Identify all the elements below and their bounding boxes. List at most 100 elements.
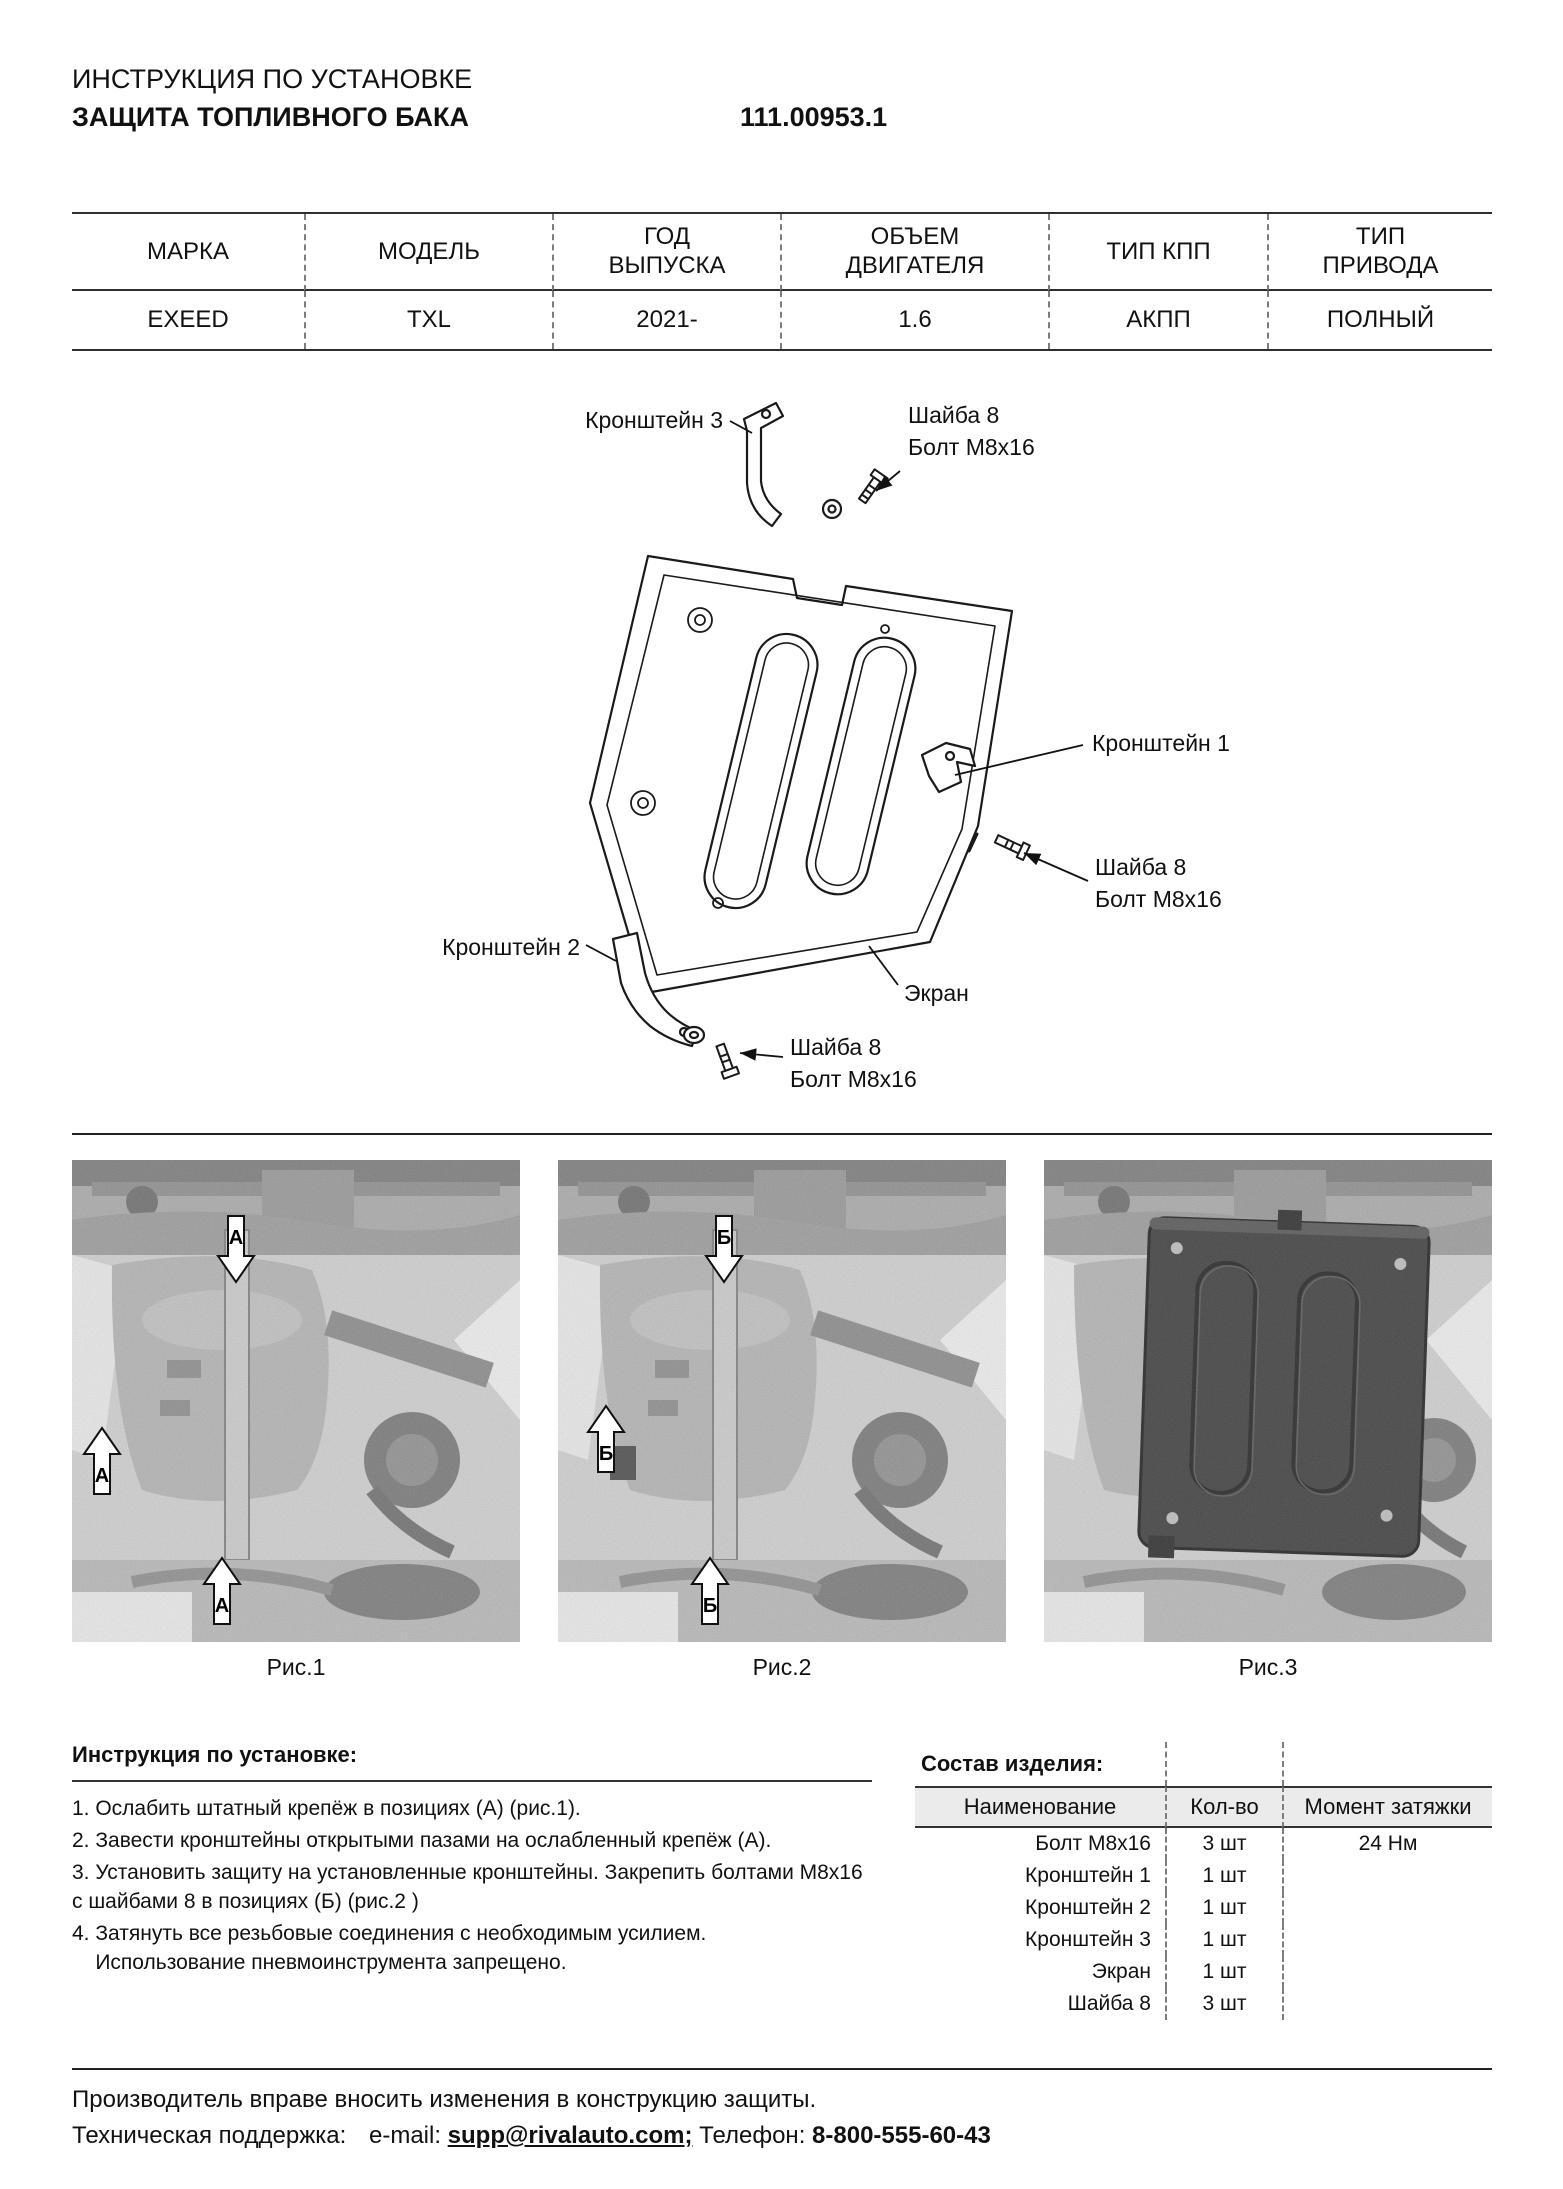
parts-row-name: Кронштейн 3 xyxy=(1025,1928,1151,1951)
marker-arrow-up-b-bottom xyxy=(690,1556,730,1625)
support-label: Техническая поддержка: xyxy=(72,2122,347,2149)
support-email-link[interactable]: supp@rivalauto.com; xyxy=(447,2122,693,2149)
label-bracket2: Кронштейн 2 xyxy=(442,934,580,960)
parts-row-name: Болт М8х16 xyxy=(1035,1832,1151,1855)
marker-arrow-up-b-left xyxy=(586,1404,626,1473)
marker-arrow-down-a xyxy=(216,1215,256,1284)
bracket3-part xyxy=(742,401,785,528)
label-washer-right: Шайба 8 xyxy=(1095,854,1186,880)
parts-row-name: Кронштейн 1 xyxy=(1025,1864,1151,1887)
parts-row-name: Шайба 8 xyxy=(1067,1992,1151,2015)
bolt-top-part xyxy=(857,468,889,505)
parts-title-spacer2 xyxy=(1282,1742,1492,1786)
spec-value-gearbox: АКПП xyxy=(1048,290,1267,349)
spec-header-brand: МАРКА xyxy=(72,214,304,291)
shield-slot-right xyxy=(805,636,917,896)
marker-letter-b1: Б xyxy=(717,1227,731,1249)
parts-title-spacer1 xyxy=(1165,1742,1282,1786)
bolt-bottom-part xyxy=(715,1042,740,1080)
section-divider-top xyxy=(72,1133,1492,1135)
underbody-photo-art xyxy=(72,1160,520,1642)
marker-arrow-down-b xyxy=(704,1215,744,1284)
label-washer-top: Шайба 8 xyxy=(908,402,999,428)
parts-row-torque xyxy=(1282,1988,1492,2020)
label-bracket3: Кронштейн 3 xyxy=(585,407,723,433)
instruction-step-3: 3. Установить защиту на установленные кр… xyxy=(72,1861,863,1913)
footer-divider xyxy=(72,2068,1492,2070)
bracket1-part xyxy=(920,741,977,794)
spec-value-year: 2021- xyxy=(552,290,780,349)
installation-instructions: Инструкция по установке: 1. Ослабить шта… xyxy=(72,1742,872,1980)
spec-value-engine: 1.6 xyxy=(780,290,1048,349)
parts-row-torque xyxy=(1282,1892,1492,1924)
marker-arrows-a xyxy=(82,1215,256,1625)
document-title: ЗАЩИТА ТОПЛИВНОГО БАКА xyxy=(72,102,470,132)
marker-arrow-up-a-bottom xyxy=(202,1556,242,1625)
marker-arrow-up-a-left xyxy=(82,1426,122,1495)
spec-value-brand: EXEED xyxy=(147,305,229,333)
vehicle-spec-table: МАРКА МОДЕЛЬ ГОД ВЫПУСКА ОБЪЕМ ДВИГАТЕЛЯ… xyxy=(72,212,1492,351)
spec-value-drive: ПОЛНЫЙ xyxy=(1267,290,1492,349)
parts-row-torque xyxy=(1282,1956,1492,1988)
figure1-caption: Рис.1 xyxy=(266,1654,326,1680)
marker-arrows-b xyxy=(586,1215,744,1625)
parts-row-qty: 3 шт xyxy=(1165,1988,1282,2020)
figure3-caption: Рис.3 xyxy=(1238,1654,1298,1680)
spec-header-model: МОДЕЛЬ xyxy=(304,214,552,291)
spec-header-engine: ОБЪЕМ ДВИГАТЕЛЯ xyxy=(780,214,1048,291)
diagram-leader-lines xyxy=(585,420,1089,1061)
washer-top-part xyxy=(821,498,843,520)
marker-letter-b3: Б xyxy=(703,1595,717,1617)
parts-row-qty: 1 шт xyxy=(1165,1892,1282,1924)
part-number: 111.00953.1 xyxy=(740,102,888,132)
parts-row-qty: 1 шт xyxy=(1165,1860,1282,1892)
manufacturer-notice: Производитель вправе вносить изменения в… xyxy=(72,2086,817,2113)
label-bolt-bottom: Болт М8х16 xyxy=(790,1066,917,1092)
instruction-step-1: 1. Ослабить штатный крепёж в позициях (А… xyxy=(72,1797,581,1820)
spec-header-gearbox: ТИП КПП xyxy=(1048,214,1267,291)
parts-list-table: Состав изделия: Наименование Кол-во Моме… xyxy=(915,1742,1492,2020)
figure2-caption: Рис.2 xyxy=(752,1654,812,1680)
marker-letter-a2: А xyxy=(95,1465,109,1487)
spec-value-model: TXL xyxy=(304,290,552,349)
spec-header-drive: ТИП ПРИВОДА xyxy=(1267,214,1492,291)
instructions-title: Инструкция по установке: xyxy=(72,1742,872,1782)
shield-slot-left xyxy=(703,632,819,910)
marker-letter-a1: А xyxy=(229,1227,243,1249)
email-label: e-mail: xyxy=(368,2122,441,2149)
parts-row-torque: 24 Нм xyxy=(1282,1828,1492,1860)
figure3-photo xyxy=(1044,1160,1492,1642)
parts-header-name: Наименование xyxy=(915,1786,1165,1828)
parts-row-torque xyxy=(1282,1924,1492,1956)
instruction-step-2: 2. Завести кронштейны открытыми пазами н… xyxy=(72,1829,772,1852)
parts-row-name: Кронштейн 2 xyxy=(1025,1896,1151,1919)
parts-header-qty: Кол-во xyxy=(1165,1786,1282,1828)
label-washer-bottom: Шайба 8 xyxy=(790,1034,881,1060)
spec-header-year: ГОД ВЫПУСКА xyxy=(552,214,780,291)
phone-label: Телефон: xyxy=(699,2122,806,2149)
instruction-step-4: 4. Затянуть все резьбовые соединения с н… xyxy=(72,1922,707,1974)
parts-header-torque: Момент затяжки xyxy=(1282,1786,1492,1828)
support-line: Техническая поддержка: e-mail: supp@riva… xyxy=(72,2122,991,2150)
shield-mount-holes xyxy=(630,607,890,909)
figure1-photo: А А А xyxy=(72,1160,520,1642)
washer-right-part xyxy=(967,832,979,853)
parts-row-qty: 3 шт xyxy=(1165,1828,1282,1860)
parts-row-torque xyxy=(1282,1860,1492,1892)
washer-bottom-part xyxy=(682,1025,706,1045)
marker-letter-b2: Б xyxy=(599,1443,613,1465)
label-shield: Экран xyxy=(904,980,969,1006)
document-subtitle: ИНСТРУКЦИЯ ПО УСТАНОВКЕ xyxy=(72,64,473,94)
label-bolt-right: Болт М8х16 xyxy=(1095,886,1222,912)
shield-plate-inner-rim xyxy=(606,574,996,976)
underbody-photo-art xyxy=(1044,1160,1492,1642)
exploded-view-diagram: Кронштейн 3 Шайба 8 Болт M8x16 Кронштейн… xyxy=(442,401,1230,1092)
parts-row-qty: 1 шт xyxy=(1165,1956,1282,1988)
figure2-photo: Б Б Б xyxy=(558,1160,1006,1642)
marker-letter-a3: А xyxy=(215,1595,229,1617)
label-bracket1: Кронштейн 1 xyxy=(1092,730,1230,756)
parts-title: Состав изделия: xyxy=(921,1751,1104,1776)
parts-row-qty: 1 шт xyxy=(1165,1924,1282,1956)
label-bolt-top: Болт M8x16 xyxy=(908,434,1035,460)
